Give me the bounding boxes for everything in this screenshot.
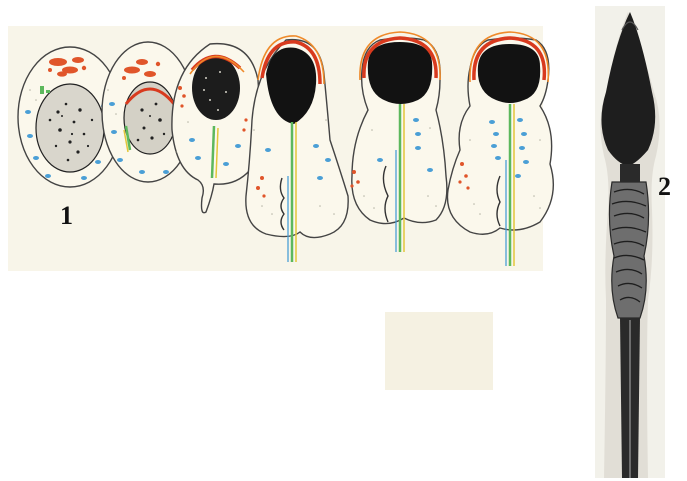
condensing-nucleus: [192, 56, 240, 120]
nucleus: [478, 44, 540, 103]
panel-label-1: 1: [60, 203, 73, 229]
nucleus: [124, 82, 176, 154]
panel-label-2: 2: [658, 174, 671, 200]
neck: [620, 164, 640, 182]
nucleus: [368, 42, 432, 104]
nucleus: [36, 84, 104, 172]
